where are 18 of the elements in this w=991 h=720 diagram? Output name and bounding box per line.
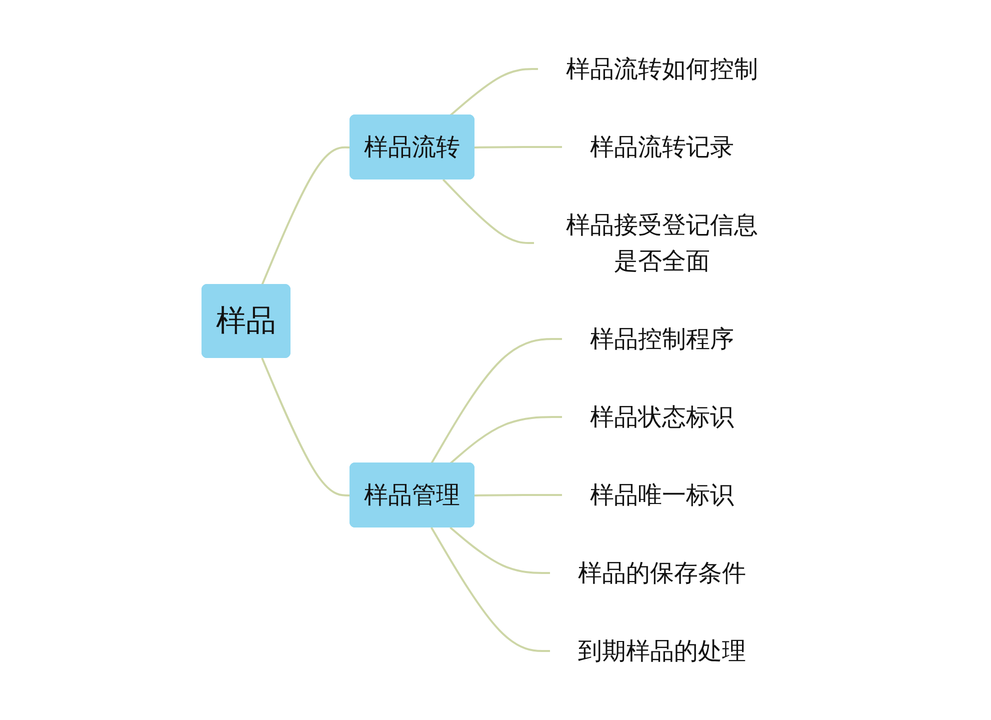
node-text: 到期样品的处理 xyxy=(578,637,746,665)
node-text: 样品流转如何控制 xyxy=(566,55,758,83)
node-text: 样品流转记录 xyxy=(590,133,734,161)
connector xyxy=(449,68,538,116)
node-text: 样品的保存条件 xyxy=(578,559,746,587)
connector xyxy=(474,146,562,148)
node-text: 样品控制程序 xyxy=(590,325,734,353)
connector xyxy=(430,338,562,464)
connector xyxy=(449,526,550,574)
connector xyxy=(442,178,534,244)
connector xyxy=(260,358,350,496)
node-text: 样品唯一标识 xyxy=(590,481,734,509)
connector xyxy=(260,146,350,286)
connector xyxy=(449,416,562,464)
connector xyxy=(430,527,550,652)
node-text: 样品状态标识 xyxy=(590,403,734,431)
node-text: 样品接受登记信息是否全面 xyxy=(566,211,758,275)
connector xyxy=(474,494,562,496)
